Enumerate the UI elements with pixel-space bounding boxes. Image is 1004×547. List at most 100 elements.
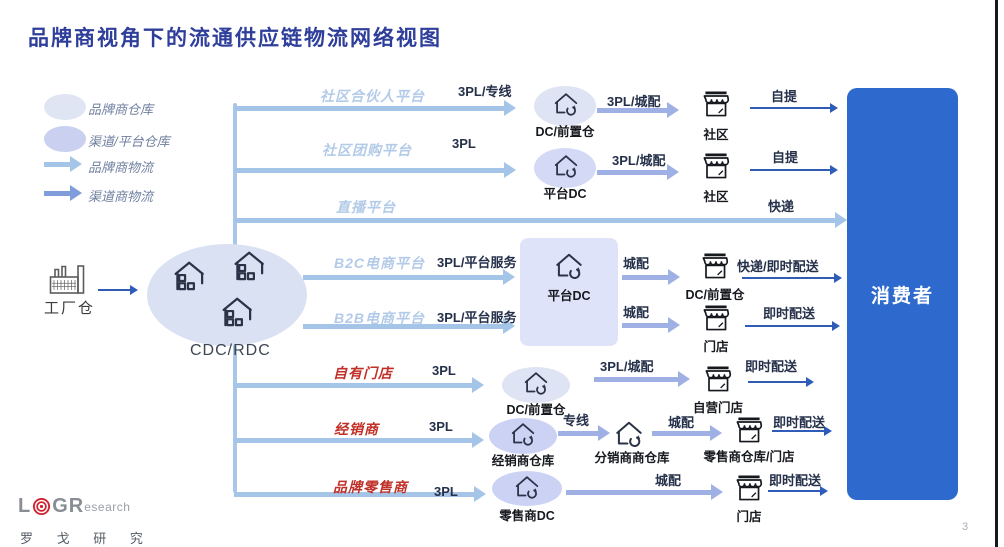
legend-brand-warehouse-ellipse: [44, 94, 86, 120]
r8-leg3-label: 即时配送: [769, 473, 822, 488]
r7-leg2-label: 专线: [563, 413, 590, 428]
r2-node2-label: 社区: [703, 190, 729, 204]
arrow-r8-final: [768, 483, 828, 499]
consumer-box: 消费者: [847, 88, 958, 500]
r3-platform-label: 直播平台: [336, 199, 396, 215]
r1-leg1-label: 3PL/专线: [458, 84, 512, 99]
page-number: 3: [962, 521, 969, 533]
r4-leg3-label: 快递/即时配送: [737, 259, 819, 274]
arrow-r6-leg2: [594, 371, 690, 387]
r5-node2-label: 门店: [703, 340, 729, 354]
factory-to-cdc-arrow: [98, 282, 138, 298]
arrow-r7-leg3: [652, 425, 722, 441]
platform-dc-box-label: 平台DC: [547, 289, 591, 303]
consumer-label: 消费者: [870, 285, 934, 307]
arrow-r2-leg2: [597, 164, 679, 180]
r8-node1-label: 零售商DC: [499, 509, 555, 523]
legend-label-brand-warehouse: 品牌商仓库: [88, 102, 154, 117]
r6-leg2-label: 3PL/城配: [600, 359, 654, 374]
r7-platform-label: 经销商: [334, 421, 379, 437]
legend-label-brand-logistics: 品牌商物流: [88, 160, 154, 175]
logo: L G R esearch: [18, 495, 130, 518]
r5-platform-label: B2B电商平台: [334, 310, 426, 326]
r5-leg3-label: 即时配送: [763, 306, 816, 321]
storefront-icon: [731, 414, 767, 448]
logo-suffix: esearch: [84, 499, 131, 514]
r4-leg1-label: 3PL/平台服务: [437, 255, 517, 270]
r1-node2-label: 社区: [703, 128, 729, 142]
r2-leg1-label: 3PL: [452, 136, 476, 151]
page-title: 品牌商视角下的流通供应链物流网络视图: [28, 27, 442, 50]
arrow-r4-leg2: [622, 269, 680, 285]
storefront-icon: [697, 250, 733, 284]
r7-node2-label: 分销商商仓库: [594, 451, 670, 465]
legend-label-channel-logistics: 渠道商物流: [88, 189, 154, 204]
dc-house-icon: [521, 369, 551, 399]
storefront-icon: [698, 150, 734, 184]
storefront-icon: [731, 472, 767, 506]
arrow-r6-final: [748, 374, 814, 390]
arrow-r1-final: [750, 100, 838, 116]
arrow-r1-leg2: [597, 102, 679, 118]
r2-leg3-label: 自提: [772, 150, 799, 165]
legend-channel-logistics-arrow: [44, 185, 82, 201]
factory-label: 工厂仓: [44, 300, 96, 317]
r8-leg1-label: 3PL: [434, 484, 458, 499]
dc-house-icon: [551, 90, 581, 120]
storefront-icon: [698, 88, 734, 122]
r1-platform-label: 社区合伙人平台: [320, 88, 425, 104]
storefront-icon: [700, 363, 736, 397]
r6-leg3-label: 即时配送: [745, 359, 798, 374]
r2-platform-label: 社区团购平台: [322, 142, 412, 158]
legend-channel-warehouse-ellipse: [44, 126, 86, 152]
right-edge-line: [995, 0, 998, 547]
cdc-rdc-label: CDC/RDC: [190, 342, 271, 359]
arrow-r2-main: [234, 162, 516, 178]
r5-leg1-label: 3PL/平台服务: [437, 310, 517, 325]
arrow-r4-main: [303, 269, 515, 285]
dc-house-icon: [512, 473, 542, 503]
r8-leg2-label: 城配: [655, 473, 682, 488]
dc-house-icon: [551, 152, 581, 182]
r7-leg1-label: 3PL: [429, 419, 453, 434]
r7-leg3-label: 城配: [668, 415, 695, 430]
dc-house-icon: [552, 250, 586, 284]
arrow-r5-leg2: [622, 317, 680, 333]
storefront-icon: [698, 302, 734, 336]
r2-node1-label: 平台DC: [543, 187, 587, 201]
r1-node1-label: DC/前置仓: [535, 125, 595, 139]
dc-house-icon: [508, 420, 538, 450]
legend-label-channel-warehouse: 渠道/平台仓库: [88, 134, 170, 149]
logo-letter-g: G: [52, 495, 69, 517]
warehouse-icon: [216, 294, 256, 334]
r5-leg2-label: 城配: [623, 305, 650, 320]
arrow-r3-main: [234, 212, 847, 228]
arrow-r1-main: [234, 100, 516, 116]
arrow-r8-leg2: [566, 484, 723, 500]
arrow-r2-final: [750, 162, 838, 178]
r7-node3-label: 零售商仓库/门店: [703, 450, 795, 464]
r6-node1-label: DC/前置仓: [506, 403, 566, 417]
r2-dc-ellipse: [534, 148, 596, 188]
arrow-r4-final: [742, 270, 842, 286]
r6-platform-label: 自有门店: [333, 365, 393, 381]
legend-brand-logistics-arrow: [44, 156, 82, 172]
logo-letter-r: R: [68, 495, 85, 517]
warehouse-icon: [168, 258, 208, 298]
bullseye-icon: [32, 497, 51, 516]
arrow-r7-final: [772, 423, 832, 439]
arrow-r5-main: [303, 318, 515, 334]
arrow-r5-final: [745, 318, 840, 334]
r4-node2-label: DC/前置仓: [685, 288, 745, 302]
r8-platform-label: 品牌零售商: [333, 479, 408, 495]
r1-leg3-label: 自提: [771, 89, 798, 104]
factory-icon: [46, 262, 92, 298]
r2-leg2-label: 3PL/城配: [612, 153, 666, 168]
logo-chinese: 罗 戈 研 究: [20, 531, 153, 546]
r7-node1-label: 经销商仓库: [491, 454, 555, 468]
dc-house-icon: [612, 418, 646, 452]
r7-leg4-label: 即时配送: [773, 415, 826, 430]
arrow-r7-leg2: [558, 425, 610, 441]
r8-node2-label: 门店: [736, 510, 762, 524]
